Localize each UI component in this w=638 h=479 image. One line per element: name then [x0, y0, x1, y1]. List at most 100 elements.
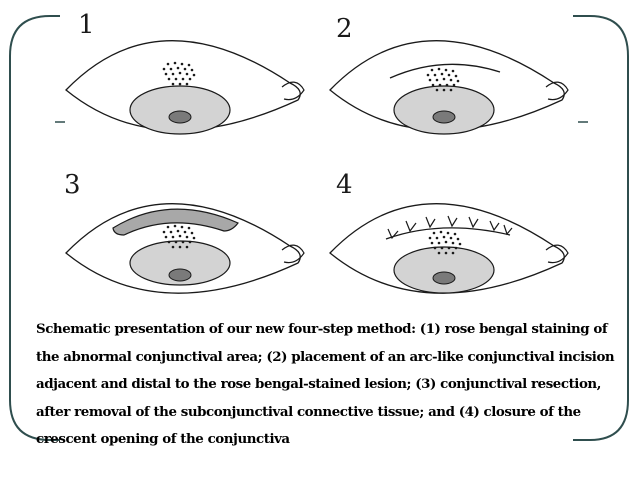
stain-dot	[178, 245, 182, 249]
stain-dot	[178, 82, 182, 86]
caruncle	[545, 81, 569, 101]
stain-dot	[180, 225, 184, 229]
stain-dot	[185, 245, 189, 249]
caruncle	[545, 244, 569, 264]
stain-dot	[180, 62, 184, 66]
stain-dot	[437, 67, 441, 71]
suture-mark	[468, 216, 479, 229]
stain-dot	[449, 88, 453, 92]
suture-mark	[447, 215, 458, 228]
stain-dot	[432, 231, 436, 235]
suture-mark	[425, 216, 436, 229]
stain-dot	[440, 72, 444, 76]
stain-dot	[458, 242, 462, 246]
eye-diagram-3	[65, 203, 305, 294]
eye-diagram-4	[329, 203, 569, 294]
stain-dot	[428, 236, 432, 240]
suture-mark	[503, 224, 513, 236]
stain-dot	[192, 73, 196, 77]
stain-dot	[173, 224, 177, 228]
stain-dot	[166, 225, 170, 229]
rose-bengal-stain-dots	[428, 230, 462, 255]
stain-dot	[439, 230, 443, 234]
caption-line: crescent opening of the conjunctiva	[36, 431, 290, 447]
stain-dot	[456, 237, 460, 241]
stain-dot	[181, 240, 185, 244]
stain-dot	[445, 83, 449, 87]
step-number-1: 1	[78, 10, 95, 40]
resected-conjunctiva-area	[112, 208, 239, 236]
stain-dot	[183, 67, 187, 71]
caption-line: after removal of the subconjunctival con…	[36, 403, 581, 420]
stain-dot	[181, 77, 185, 81]
stain-dot	[435, 78, 439, 82]
stain-dot	[183, 230, 187, 234]
stain-dot	[190, 68, 194, 72]
stain-dot	[192, 236, 196, 240]
stain-dot	[174, 240, 178, 244]
stain-dot	[169, 67, 173, 71]
rose-bengal-stain-dots	[162, 61, 196, 86]
stain-dot	[430, 241, 434, 245]
stain-dot	[190, 231, 194, 235]
stain-dot	[451, 241, 455, 245]
stain-dot	[428, 78, 432, 82]
step-number-4: 4	[336, 170, 353, 200]
stain-dot	[187, 63, 191, 67]
stain-dot	[442, 77, 446, 81]
stain-dot	[171, 72, 175, 76]
caruncle	[281, 81, 305, 101]
stain-dot	[162, 67, 166, 71]
stain-dot	[444, 68, 448, 72]
stain-dot	[188, 240, 192, 244]
pupil	[168, 110, 192, 124]
pupil	[432, 271, 456, 285]
stain-dot	[452, 83, 456, 87]
figure-caption: Schematic presentation of our new four-s…	[36, 316, 616, 454]
iris	[393, 246, 495, 294]
stain-dot	[167, 77, 171, 81]
arc-incision-line	[389, 63, 501, 79]
stain-dot	[444, 251, 448, 255]
step-number-3: 3	[64, 170, 81, 200]
stain-dot	[171, 82, 175, 86]
stain-dot	[426, 73, 430, 77]
stain-dot	[446, 231, 450, 235]
suture-mark	[405, 220, 417, 233]
stain-dot	[449, 236, 453, 240]
stain-dot	[431, 83, 435, 87]
caption-line: Schematic presentation of our new four-s…	[36, 321, 608, 337]
stain-dot	[433, 246, 437, 250]
stain-dot	[451, 69, 455, 73]
stain-dot	[454, 246, 458, 250]
stain-dot	[437, 241, 441, 245]
stain-dot	[442, 235, 446, 239]
stain-dot	[456, 79, 460, 83]
stain-dot	[173, 61, 177, 65]
stain-dot	[169, 230, 173, 234]
stain-dot	[164, 72, 168, 76]
stain-dot	[188, 77, 192, 81]
iris	[393, 85, 495, 135]
stain-dot	[164, 235, 168, 239]
closed-incision-line	[385, 227, 511, 240]
caption-line: adjacent and distal to the rose bengal-s…	[36, 376, 601, 392]
stain-dot	[453, 232, 457, 236]
pupil	[168, 268, 192, 282]
eye-diagram-2	[329, 40, 569, 135]
suture-mark	[387, 228, 399, 240]
stain-dot	[438, 83, 442, 87]
rose-bengal-stain-dots	[162, 224, 196, 249]
frame-right-bracket	[573, 15, 629, 441]
stain-dot	[162, 230, 166, 234]
pupil	[432, 110, 456, 124]
step-number-2: 2	[336, 14, 353, 44]
stain-dot	[433, 73, 437, 77]
stain-dot	[174, 77, 178, 81]
rose-bengal-stain-dots	[426, 67, 460, 92]
stain-dot	[435, 88, 439, 92]
suture-marks	[387, 215, 513, 240]
stain-dot	[166, 62, 170, 66]
stain-dot	[185, 235, 189, 239]
